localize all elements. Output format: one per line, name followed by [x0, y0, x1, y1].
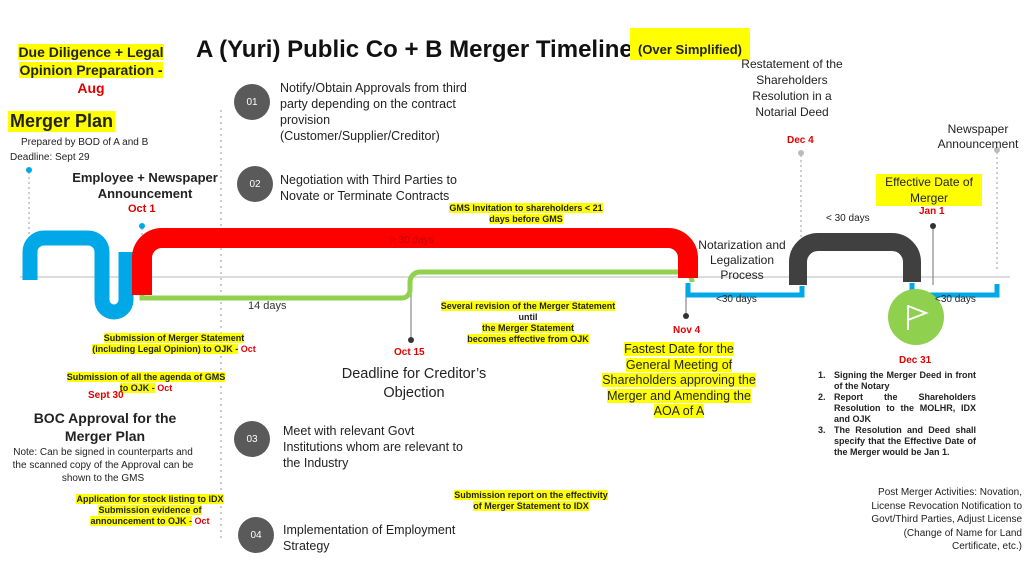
several-revision-line2: until [518, 312, 538, 322]
page-title: A (Yuri) Public Co + B Merger Timeline [196, 36, 633, 63]
green-bar [139, 269, 695, 301]
fastest-date: Fastest Date for the General Meeting of … [602, 342, 756, 420]
application-line2: Submission evidence of [98, 505, 202, 515]
blue-bar-b-label: <30 days [935, 294, 976, 305]
oct1-date: Oct 1 [128, 203, 156, 215]
blue-bar-b [909, 283, 1000, 298]
gms-invitation-line2: days before GMS [489, 214, 563, 224]
fastest-date-text: Fastest Date for the General Meeting of … [602, 342, 756, 418]
merger-plan-title: Merger Plan [8, 111, 116, 132]
merger-plan-deadline: Deadline: Sept 29 [10, 152, 90, 163]
step-02-badge: 02 [237, 166, 273, 202]
gms-invitation-line1: GMS Invitation to shareholders < 21 [449, 203, 603, 213]
oct15-dot [408, 337, 414, 343]
effective-date: Effective Date of Merger [876, 174, 982, 206]
post-step-1: 1.Signing the Merger Deed in front of th… [818, 370, 976, 391]
several-revision: Several revision of the Merger Statement… [428, 301, 628, 345]
restatement: Restatement of the Shareholders Resoluti… [741, 57, 843, 119]
employee-announcement: Employee + Newspaper Announcement [72, 170, 218, 201]
red-bar-label: > 30 days [390, 235, 434, 246]
step-03-badge: 03 [234, 421, 270, 457]
submission-report-line2: of Merger Statement to IDX [473, 501, 589, 511]
several-revision-line3: the Merger Statement [481, 323, 575, 333]
due-diligence: Due Diligence + Legal Opinion Preparatio… [8, 43, 174, 97]
post-step-3: 3.The Resolution and Deed shall specify … [818, 425, 976, 457]
title-note: (Over Simplified) [630, 28, 750, 60]
several-revision-line4: becomes effective from OJK [467, 334, 589, 344]
submission-statement-line1: Submission of Merger Statement [103, 333, 245, 343]
red-bar [132, 228, 698, 295]
green-bar-label: 14 days [248, 300, 287, 312]
submission-gms-line2: to OJK - [119, 383, 155, 393]
application-date: Oct [194, 516, 210, 526]
sept30-date: Sept 30 [88, 390, 124, 401]
dec31-date: Dec 31 [899, 355, 932, 366]
merger-plan-dot [26, 167, 32, 173]
oct1-dot [139, 223, 145, 229]
notarization: Notarization and Legalization Process [698, 238, 786, 282]
newspaper-announcement: Newspaper Announcement [937, 122, 1019, 151]
step-01-text: Notify/Obtain Approvals from third party… [280, 81, 467, 143]
submission-statement: Submission of Merger Statement (includin… [80, 333, 268, 355]
nov4-dot [683, 313, 689, 319]
creditor-deadline: Deadline for Creditor’s Objection [341, 366, 487, 401]
oct15-date: Oct 15 [394, 347, 425, 358]
post-steps: 1.Signing the Merger Deed in front of th… [818, 370, 976, 458]
jan1-dot [930, 223, 936, 229]
dec4-dot [798, 150, 804, 156]
dec4-date: Dec 4 [787, 135, 814, 146]
boc-note: Note: Can be signed in counterparts and … [12, 447, 194, 484]
gms-invitation: GMS Invitation to shareholders < 21 days… [440, 203, 612, 225]
several-revision-line1: Several revision of the Merger Statement [440, 301, 616, 311]
application-listing: Application for stock listing to IDX Sub… [62, 494, 238, 527]
blue-start-pipe [22, 230, 134, 320]
flag-icon [907, 305, 929, 330]
due-diligence-line1: Due Diligence + Legal [18, 44, 164, 60]
step-04-badge: 04 [238, 517, 274, 553]
submission-statement-line2: (including Legal Opinion) to OJK - [92, 344, 239, 354]
step-03-text: Meet with relevant Govt Institutions who… [283, 424, 463, 470]
due-diligence-line2: Opinion Preparation - [19, 62, 163, 78]
submission-statement-date: Oct [240, 344, 256, 354]
step-04-text: Implementation of Employment Strategy [283, 523, 456, 553]
jan1-date: Jan 1 [919, 206, 945, 217]
due-diligence-month: Aug [77, 80, 105, 96]
step-02-text: Negotiation with Third Parties to Novate… [280, 173, 457, 203]
dark-bar [789, 233, 921, 285]
submission-gms: Submission of all the agenda of GMS to O… [66, 372, 226, 394]
post-merger-activities: Post Merger Activities: Novation, Licens… [871, 487, 1022, 552]
newspaper-dot [994, 147, 1000, 153]
nov4-date: Nov 4 [673, 325, 701, 336]
application-line1: Application for stock listing to IDX [76, 494, 224, 504]
step-01-badge: 01 [234, 84, 270, 120]
blue-bar-a-label: <30 days [716, 294, 757, 305]
submission-gms-line1: Submission of all the agenda of GMS [66, 372, 226, 382]
boc-title: BOC Approval for the Merger Plan [33, 410, 177, 444]
application-line3: announcement to OJK - [90, 516, 192, 526]
blue-bar-a [685, 283, 805, 298]
submission-report-line1: Submission report on the effectivity [454, 490, 608, 500]
post-step-2: 2.Report the Shareholders Resolution to … [818, 392, 976, 424]
submission-gms-date: Oct [157, 383, 173, 393]
dark-bar-label: < 30 days [826, 213, 870, 224]
submission-report: Submission report on the effectivity of … [438, 490, 624, 512]
merger-plan-prepared: Prepared by BOD of A and B [21, 137, 149, 148]
